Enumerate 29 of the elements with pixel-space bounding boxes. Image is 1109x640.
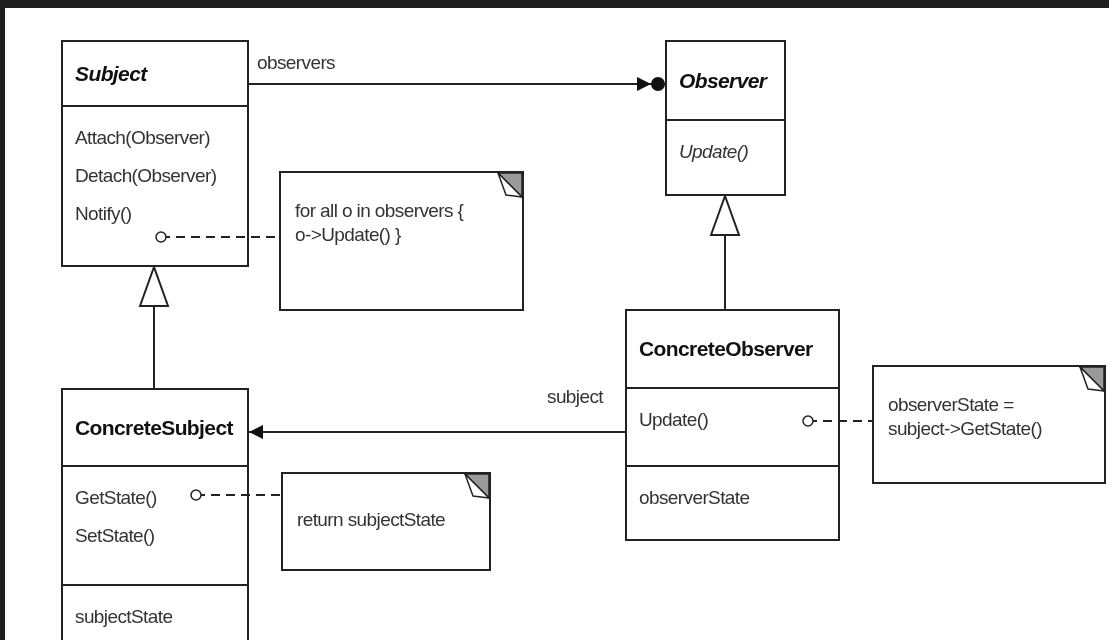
note-box (281, 472, 491, 571)
note-text: return subjectState (297, 508, 447, 532)
arrow (248, 425, 626, 439)
note-text: for all o in observers { o->Update() } (295, 199, 465, 247)
class-box (625, 309, 840, 541)
operation-text: Update() (639, 409, 710, 431)
operation-text: Update() (679, 141, 750, 163)
class-box (665, 40, 786, 196)
class-name: Subject (75, 61, 149, 86)
operation-text: Detach(Observer) (75, 165, 218, 187)
attribute-text: observerState (639, 487, 751, 509)
operation-text: GetState() (75, 487, 158, 509)
arrow (710, 195, 740, 310)
class-name: Observer (679, 68, 769, 93)
attribute-text: subjectState (75, 606, 174, 628)
note-text: observerState = subject->GetState() (888, 393, 1043, 441)
class-box (61, 388, 249, 640)
note-box (279, 171, 524, 311)
operation-text: Notify() (75, 203, 133, 225)
arrow (248, 77, 666, 91)
operation-text: Attach(Observer) (75, 127, 212, 149)
note-box (872, 365, 1106, 484)
operation-text: SetState() (75, 525, 156, 547)
class-name: ConcreteObserver (639, 337, 814, 361)
class-box (61, 40, 249, 267)
dashed-connector (802, 415, 873, 427)
dashed-connector (190, 489, 282, 501)
class-name: ConcreteSubject (75, 415, 235, 440)
arrow (139, 266, 169, 389)
